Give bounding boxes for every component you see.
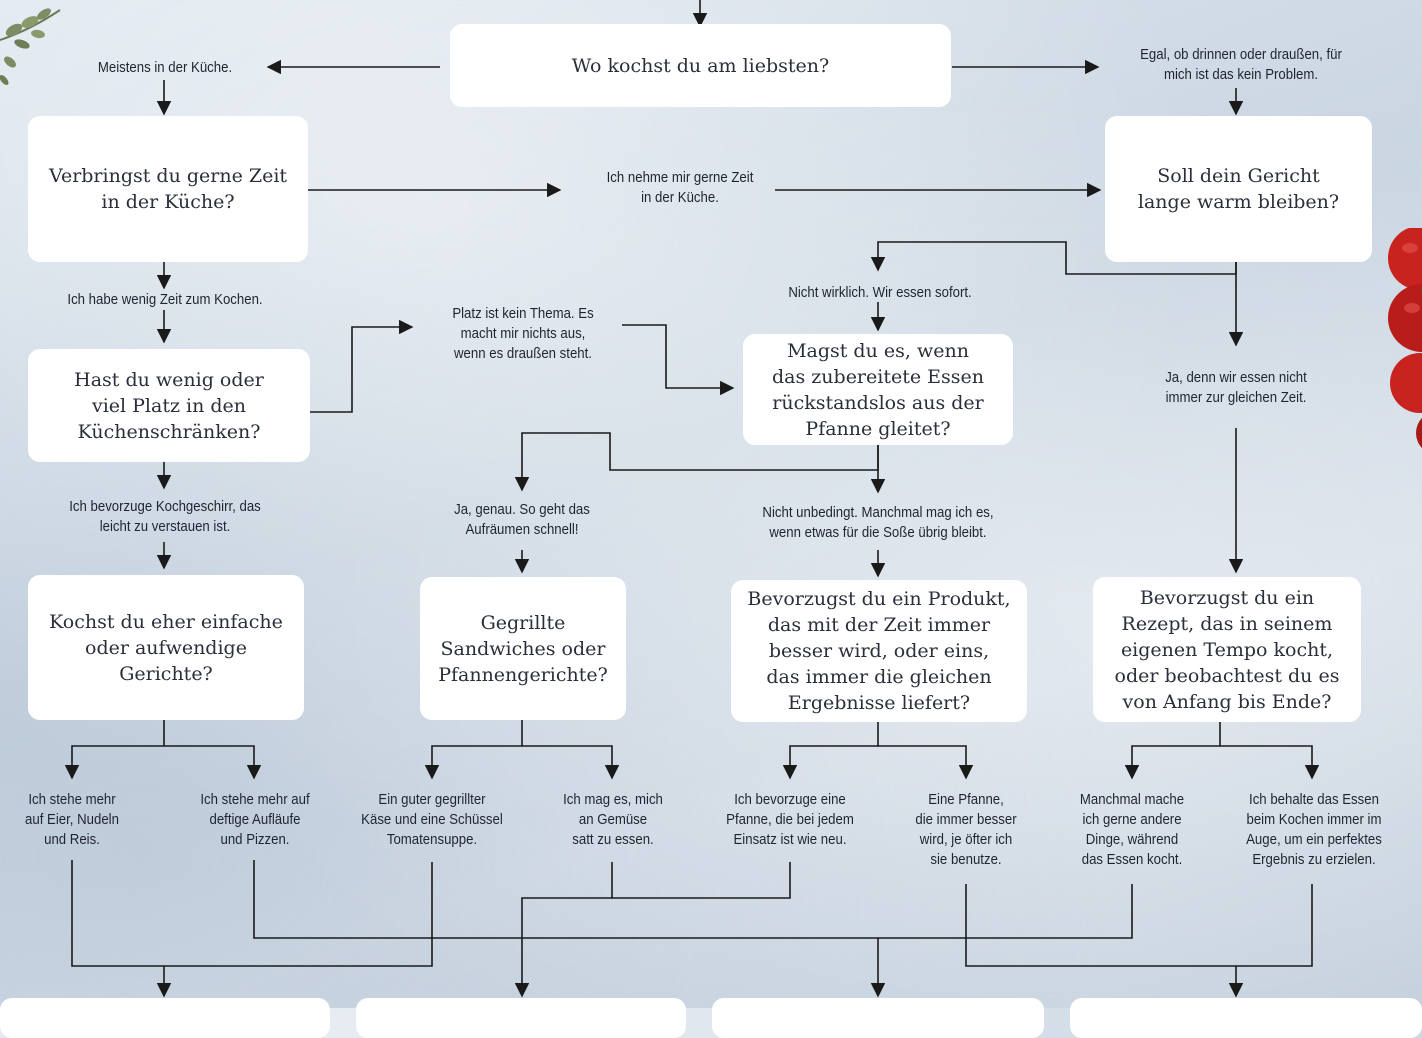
answer-little-time: Ich habe wenig Zeit zum Kochen. — [67, 291, 263, 308]
answer-vegetables: Ich mag es, mich an Gemüse satt zu essen… — [563, 791, 663, 848]
result-box-3 — [712, 998, 1044, 1038]
question-simple-or-complex: Kochst du eher einfache oder aufwendige … — [28, 575, 304, 720]
answer-space-no-issue: Platz ist kein Thema. Es macht mir nicht… — [452, 305, 594, 362]
answer-easy-storage: Ich bevorzuge Kochgeschirr, das leicht z… — [69, 498, 261, 535]
question-recipe-pace: Bevorzugst du ein Rezept, das in seinem … — [1093, 577, 1361, 722]
answer-mostly-kitchen: Meistens in der Küche. — [97, 59, 233, 76]
question-product-type: Bevorzugst du ein Produkt, das mit der Z… — [731, 580, 1027, 722]
answer-yes-different-times: Ja, denn wir essen nicht immer zur gleic… — [1165, 369, 1307, 406]
question-food-glides: Magst du es, wenn das zubereitete Essen … — [743, 334, 1013, 445]
result-box-2 — [356, 998, 686, 1038]
answer-indoor-outdoor: Egal, ob drinnen oder draußen, für mich … — [1140, 46, 1342, 83]
question-cabinet-space: Hast du wenig oder viel Platz in den Küc… — [28, 349, 310, 462]
answer-grilled-cheese: Ein guter gegrillter Käse und eine Schüs… — [361, 791, 503, 848]
answer-like-new-pan: Ich bevorzuge eine Pfanne, die bei jedem… — [726, 791, 854, 848]
answer-better-pan: Eine Pfanne, die immer besser wird, je ö… — [915, 791, 1017, 868]
question-grill-or-pan: Gegrillte Sandwiches oder Pfannengericht… — [420, 577, 626, 720]
answer-yes-exactly: Ja, genau. So geht das Aufräumen schnell… — [454, 501, 590, 538]
herb-sprig-icon — [0, 8, 61, 85]
answer-not-necessarily: Nicht unbedingt. Manchmal mag ich es, we… — [762, 504, 994, 541]
answer-not-really: Nicht wirklich. Wir essen sofort. — [788, 284, 972, 301]
answer-watch-food: Ich behalte das Essen beim Kochen immer … — [1246, 791, 1382, 868]
answer-take-time: Ich nehme mir gerne Zeit in der Küche. — [606, 169, 754, 206]
result-box-1 — [0, 998, 330, 1038]
result-box-4 — [1070, 998, 1422, 1038]
question-stay-warm: Soll dein Gericht lange warm bleiben? — [1105, 116, 1372, 262]
answer-do-other-things: Manchmal mache ich gerne andere Dinge, w… — [1079, 791, 1185, 868]
answer-eggs-pasta-rice: Ich stehe mehr auf Eier, Nudeln und Reis… — [25, 791, 119, 848]
answer-casseroles-pizza: Ich stehe mehr auf deftige Aufläufe und … — [200, 791, 310, 848]
flowchart-connectors — [64, 0, 1320, 998]
question-where-cook: Wo kochst du am liebsten? — [450, 24, 951, 107]
question-time-kitchen: Verbringst du gerne Zeit in der Küche? — [28, 116, 308, 262]
tomato-vine-icon — [1388, 228, 1422, 449]
